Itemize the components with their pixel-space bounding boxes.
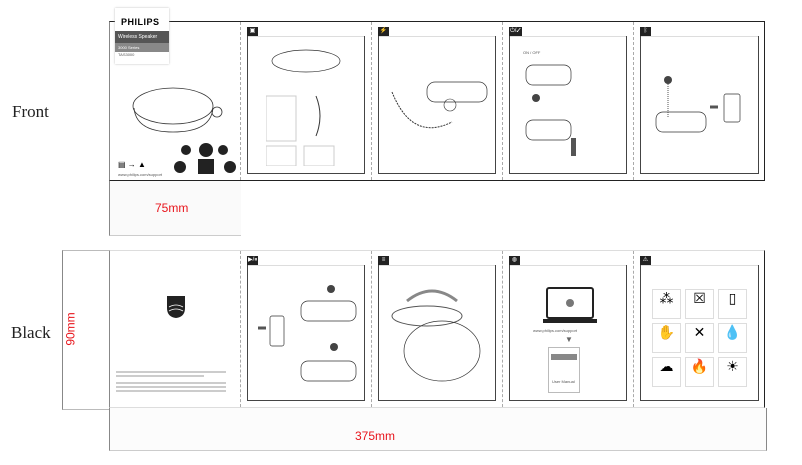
arrow-down-icon: ▼ (565, 335, 573, 344)
strap-illustration (391, 289, 481, 382)
charging-illustration (391, 81, 488, 129)
power-caption: ON / OFF (523, 50, 541, 55)
safety-panel: ⚠ ⁂ ☒ ▯ ✋ ✕ 💧 ☁ 🔥 ☀ (634, 251, 765, 407)
power-icon: ⏻/✓ (509, 27, 522, 36)
crossed-bin-icon: ☒ (685, 289, 714, 319)
total-width-dimension-label: 375mm (355, 429, 396, 443)
user-manual-booklet: User Manual (548, 347, 580, 393)
safety-icon-grid: ⁂ ☒ ▯ ✋ ✕ 💧 ☁ 🔥 ☀ (652, 289, 747, 387)
box-contents-illustration (266, 49, 341, 166)
bluetooth-icon: ᛒ (640, 27, 651, 36)
power-panel: ⏻/✓ ON / OFF (503, 22, 634, 180)
product-label-card: PHILIPS Wireless Speaker 3000 Series TAS… (115, 8, 169, 64)
user-manual-label: User Manual (552, 379, 575, 384)
cover-url: www.philips.com/support (118, 172, 163, 177)
height-dimension-box (62, 250, 110, 410)
no-spray-icon: ✕ (685, 323, 714, 353)
no-liquid-icon: 💧 (718, 323, 747, 353)
strap-icon: ≡ (378, 256, 389, 265)
power-illustration (525, 64, 576, 156)
playback-illustration (258, 285, 357, 382)
width-dimension-label: 75mm (155, 201, 189, 215)
usb-icon: ⚡ (378, 27, 389, 36)
bluetooth-panel: ᛒ (634, 22, 765, 180)
front-strip: PHILIPS Wireless Speaker 3000 Series TAS… (109, 8, 765, 181)
bluetooth-pairing-illustration (655, 76, 741, 133)
support-url: www.philips.com/support (533, 328, 578, 333)
back-cover-panel (110, 251, 241, 407)
support-icons (174, 143, 236, 174)
globe-icon: ◍ (509, 256, 520, 265)
height-dimension-label: 90mm (63, 312, 78, 346)
model-number: TAS3000 (118, 52, 135, 57)
product-name: Wireless Speaker (115, 31, 169, 43)
strap-panel: ≡ (372, 251, 503, 407)
front-label: Front (12, 102, 49, 121)
battery-hand-icon: ▯ (718, 289, 747, 319)
back-strip: ▶/⏸ ≡ ◍ www.philips.com/support ▼ User M… (109, 250, 765, 408)
charging-panel: ⚡ (372, 22, 503, 180)
recycling-icon: ⁂ (652, 289, 681, 319)
no-fire-icon: 🔥 (685, 357, 714, 387)
manual-to-user-icon: ▤ → ▲ (118, 160, 146, 169)
legal-text (116, 369, 226, 394)
laptop-illustration (543, 287, 597, 323)
support-panel: ◍ www.philips.com/support ▼ User Manual (503, 251, 634, 407)
brand-logo: PHILIPS (121, 17, 160, 27)
warning-icon: ⚠ (640, 256, 651, 265)
playback-panel: ▶/⏸ (241, 251, 372, 407)
cover-panel: PHILIPS Wireless Speaker 3000 Series TAS… (110, 8, 241, 180)
total-width-dimension-box (109, 408, 767, 451)
philips-shield-logo (167, 296, 185, 318)
black-label: Black (11, 323, 51, 342)
no-sun-icon: ☀ (718, 357, 747, 387)
play-pause-icon: ▶/⏸ (247, 256, 259, 265)
width-dimension-box (109, 180, 241, 236)
series-name: 3000 Series (115, 43, 169, 52)
no-rain-icon: ☁ (652, 357, 681, 387)
gloves-icon: ✋ (652, 323, 681, 353)
speaker-illustration (132, 87, 223, 133)
box-icon: ▣ (247, 27, 258, 36)
box-contents-panel: ▣ (241, 22, 372, 180)
